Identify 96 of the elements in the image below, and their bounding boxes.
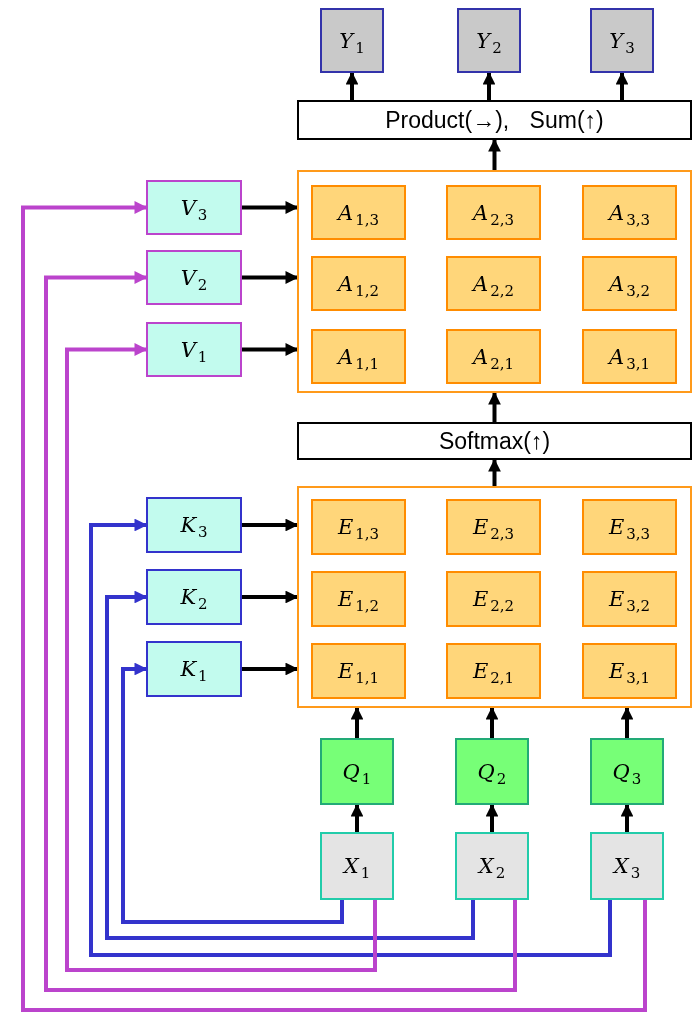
arrow [615,71,629,100]
key-box [146,497,242,553]
variable-label: A$_{1,3}$ [338,200,379,225]
matrix-cell [582,643,677,699]
matrix-cell [311,643,406,699]
matrix-cell [311,571,406,627]
query-box [320,738,394,805]
variable-label: A$_{2,3}$ [473,200,514,225]
arrow [488,458,501,486]
variable-label: E$_{1,2}$ [337,587,380,611]
variable-label: X$_{3}$ [613,854,641,878]
matrix-cell [582,185,677,240]
connector-arrow [65,343,377,972]
input-box [590,832,664,900]
variable-label: E$_{3,1}$ [608,659,651,683]
matrix-container [297,170,692,393]
connector-arrow [44,271,517,992]
variable-label: A$_{2,2}$ [473,271,514,296]
variable-label: E$_{2,3}$ [472,515,515,539]
arrow [485,803,499,832]
arrow [488,391,501,422]
variable-label: K$_{1}$ [180,657,208,681]
arrow [482,71,496,100]
arrow [485,706,499,738]
variable-label: A$_{1,2}$ [338,271,379,296]
arrow [242,201,299,214]
variable-label: Q$_{3}$ [612,759,642,784]
arrow [345,71,359,100]
variable-label: E$_{3,3}$ [608,515,651,539]
variable-label: E$_{2,1}$ [472,659,515,683]
connector-arrow [121,662,344,924]
value-box [146,180,242,235]
variable-label: E$_{3,2}$ [608,587,651,611]
variable-label: A$_{3,3}$ [609,200,650,225]
connector-arrow [21,201,647,1012]
matrix-cell [446,571,541,627]
variable-label: Y$_{1}$ [339,28,365,53]
arrow [242,271,299,284]
arrow [350,706,364,738]
matrix-container [297,486,692,708]
query-box [455,738,529,805]
query-box [590,738,664,805]
arrow [620,803,634,832]
matrix-cell [311,256,406,311]
matrix-cell [582,571,677,627]
connector-arrow [105,590,475,940]
operation-label: Product(→), Sum(↑) [385,106,604,134]
output-box [457,8,521,73]
matrix-cell [446,185,541,240]
connector-arrow [89,518,612,957]
matrix-cell [446,499,541,555]
input-box [455,832,529,900]
matrix-cell [446,329,541,384]
key-box [146,569,242,625]
matrix-cell [311,499,406,555]
arrow [488,138,501,170]
variable-label: Y$_{3}$ [609,28,635,53]
variable-label: K$_{3}$ [180,513,208,537]
variable-label: V$_{2}$ [180,265,208,290]
key-box [146,641,242,697]
output-box [320,8,384,73]
matrix-cell [582,329,677,384]
arrow [242,518,299,532]
variable-label: K$_{2}$ [180,585,208,609]
variable-label: Q$_{2}$ [477,759,507,784]
variable-label: Q$_{1}$ [342,759,372,784]
variable-label: E$_{2,2}$ [472,587,515,611]
output-box [590,8,654,73]
matrix-cell [582,256,677,311]
variable-label: V$_{1}$ [180,337,208,362]
value-box [146,250,242,305]
variable-label: X$_{1}$ [343,854,371,878]
value-box [146,322,242,377]
arrow [242,662,299,676]
matrix-cell [311,185,406,240]
arrow [620,706,634,738]
operation-box [297,100,692,140]
matrix-cell [582,499,677,555]
input-box [320,832,394,900]
variable-label: X$_{2}$ [478,854,506,878]
matrix-cell [311,329,406,384]
arrow [242,590,299,604]
arrow [350,803,364,832]
variable-label: V$_{3}$ [180,195,208,220]
variable-label: A$_{1,1}$ [338,344,379,369]
matrix-cell [446,643,541,699]
arrow [242,343,299,356]
variable-label: E$_{1,3}$ [337,515,380,539]
variable-label: A$_{2,1}$ [473,344,514,369]
variable-label: A$_{3,1}$ [609,344,650,369]
matrix-cell [446,256,541,311]
variable-label: Y$_{2}$ [476,28,502,53]
operation-label: Softmax(↑) [438,427,551,455]
variable-label: A$_{3,2}$ [609,271,650,296]
variable-label: E$_{1,1}$ [337,659,380,683]
operation-box [297,422,692,460]
